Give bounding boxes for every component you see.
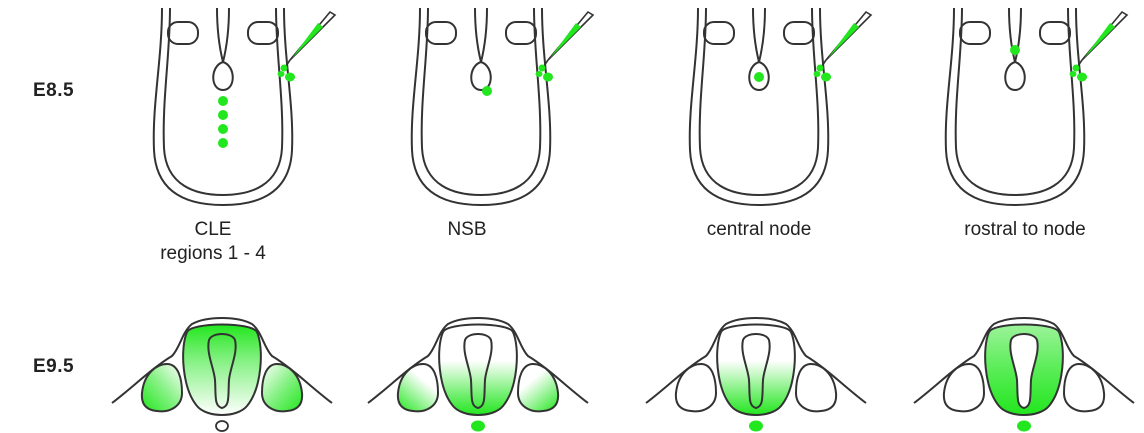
section-panel-rostral-to-node: [914, 318, 1134, 433]
column-label-cle: CLE regions 1 - 4: [113, 218, 313, 266]
column-label-central-node: central node: [659, 218, 859, 242]
embryo-outline-icon: [154, 8, 293, 205]
column-label-line2: regions 1 - 4: [113, 242, 313, 266]
section-panel-central-node: [646, 318, 866, 433]
stage-label-e8-5: E8.5: [33, 80, 74, 102]
embryo-panel-nsb: [398, 0, 598, 215]
embryo-panel-cle: [140, 0, 340, 215]
labelled-cells: [218, 96, 228, 148]
notochord-icon: [1017, 421, 1031, 432]
column-label-line1: central node: [659, 218, 859, 242]
labelled-cells: [482, 86, 492, 96]
embryo-outline-icon: [690, 8, 829, 205]
notochord-icon: [749, 421, 763, 432]
column-label-line1: rostral to node: [925, 218, 1125, 242]
section-panel-cle: [112, 318, 332, 433]
embryo-panel-rostral-to-node: [932, 0, 1132, 215]
embryo-outline-icon: [946, 8, 1085, 205]
labelled-cells: [754, 72, 764, 82]
labelled-cells: [1010, 45, 1020, 55]
column-label-rostral-to-node: rostral to node: [925, 218, 1125, 242]
notochord-icon: [216, 421, 228, 431]
notochord-icon: [471, 421, 485, 432]
column-label-line1: CLE: [113, 218, 313, 242]
embryo-outline-icon: [412, 8, 551, 205]
embryo-panel-central-node: [676, 0, 876, 215]
section-panel-nsb: [368, 318, 588, 433]
stage-label-e9-5: E9.5: [33, 356, 74, 378]
column-label-nsb: NSB: [367, 218, 567, 242]
column-label-line1: NSB: [367, 218, 567, 242]
